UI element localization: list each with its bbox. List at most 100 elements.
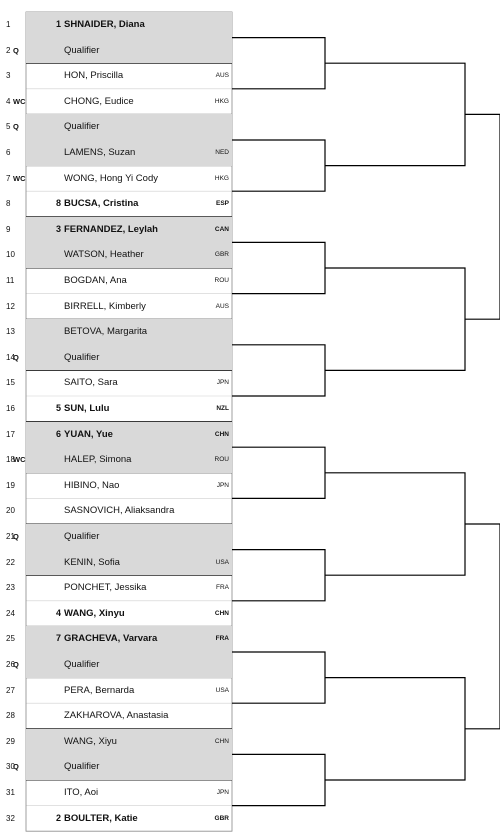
draw-position: 10 bbox=[6, 250, 15, 260]
player-name: PONCHET, Jessika bbox=[64, 582, 147, 594]
draw-position: 16 bbox=[6, 404, 15, 413]
player-name: GRACHEVA, Varvara bbox=[64, 633, 158, 645]
draw-position: 5 bbox=[6, 122, 11, 132]
nationality: ESP bbox=[215, 200, 229, 208]
bracket-connector bbox=[232, 651, 326, 704]
entry-status: Q bbox=[13, 122, 19, 132]
draw-position: 12 bbox=[6, 301, 15, 311]
entry-status: Q bbox=[13, 352, 19, 362]
draw-position: 26 bbox=[6, 660, 15, 669]
player-name: ZAKHAROVA, Anastasia bbox=[64, 710, 169, 722]
player-name: HIBINO, Nao bbox=[64, 479, 120, 491]
draw-position: 14 bbox=[6, 352, 15, 362]
player-name: SHNAIDER, Diana bbox=[64, 19, 145, 30]
draw-position: 4 bbox=[6, 96, 11, 106]
nationality: ROU bbox=[214, 456, 229, 464]
player-name: Qualifier bbox=[64, 44, 100, 56]
entry-status: Q bbox=[13, 762, 19, 772]
draw-position: 21 bbox=[6, 532, 15, 541]
draw-position: 6 bbox=[6, 148, 11, 157]
draw-position: 20 bbox=[6, 506, 15, 516]
nationality: FRA bbox=[216, 584, 229, 592]
draw-position: 7 bbox=[6, 173, 11, 183]
nationality: CAN bbox=[214, 225, 229, 233]
player-name: BOULTER, Katie bbox=[64, 812, 138, 824]
nationality: NZL bbox=[216, 405, 229, 412]
draw-row: 31 ITO, Aoi JPN bbox=[6, 780, 232, 806]
seed-number: 3 bbox=[56, 223, 62, 234]
draw-position: 25 bbox=[6, 634, 15, 644]
draw-position: 30 bbox=[6, 762, 15, 772]
player-name: LAMENS, Suzan bbox=[64, 147, 136, 158]
bracket-connector bbox=[232, 139, 326, 192]
player-name: CHONG, Eudice bbox=[64, 95, 134, 107]
nationality: USA bbox=[215, 558, 229, 566]
draw-row: 28 ZAKHAROVA, Anastasia bbox=[6, 703, 232, 729]
seed-number: 4 bbox=[56, 607, 62, 618]
draw-position: 17 bbox=[6, 429, 15, 439]
player-name: ITO, Aoi bbox=[64, 787, 99, 798]
nationality: HKG bbox=[214, 97, 229, 105]
entry-status: WC bbox=[13, 173, 26, 183]
player-name: YUAN, Yue bbox=[64, 428, 113, 440]
entry-status: WC bbox=[13, 455, 26, 465]
player-name: WATSON, Heather bbox=[64, 249, 144, 261]
player-name: WONG, Hong Yi Cody bbox=[64, 172, 158, 184]
draw-position: 28 bbox=[6, 711, 15, 721]
seed-number: 1 bbox=[56, 19, 62, 29]
nationality: AUS bbox=[215, 302, 229, 310]
player-name: Qualifier bbox=[64, 761, 100, 773]
draw-position: 31 bbox=[6, 788, 15, 797]
draw-position: 18 bbox=[6, 455, 15, 465]
draw-position: 32 bbox=[6, 813, 15, 823]
player-name: Qualifier bbox=[64, 531, 100, 542]
nationality: GBR bbox=[214, 814, 229, 822]
seed-number: 8 bbox=[56, 198, 62, 209]
player-name: SASNOVICH, Aliaksandra bbox=[64, 505, 175, 517]
nationality: JPN bbox=[216, 379, 229, 387]
nationality: AUS bbox=[215, 72, 229, 80]
player-name: Qualifier bbox=[64, 121, 100, 133]
nationality: FRA bbox=[215, 635, 229, 643]
player-name: HALEP, Simona bbox=[64, 454, 132, 466]
player-name: SUN, Lulu bbox=[64, 403, 110, 414]
bracket-connector bbox=[232, 549, 326, 602]
nationality: JPN bbox=[216, 789, 229, 796]
nationality: JPN bbox=[216, 481, 229, 489]
nationality: CHN bbox=[214, 737, 229, 745]
player-name: BUCSA, Cristina bbox=[64, 198, 139, 210]
seed-number: 6 bbox=[56, 428, 62, 439]
bracket-connector bbox=[232, 241, 326, 295]
seed-number: 5 bbox=[56, 403, 62, 413]
seed-number: 7 bbox=[56, 633, 62, 644]
nationality: HKG bbox=[214, 174, 229, 182]
bracket-connector bbox=[232, 753, 326, 807]
draw-position: 9 bbox=[6, 224, 11, 234]
player-name: HON, Priscilla bbox=[64, 70, 124, 82]
draw-position: 27 bbox=[6, 685, 15, 695]
nationality: CHN bbox=[214, 430, 229, 438]
bracket-connector bbox=[325, 677, 466, 781]
player-name: SAITO, Sara bbox=[64, 377, 118, 389]
player-name: BOGDAN, Ana bbox=[64, 275, 127, 286]
